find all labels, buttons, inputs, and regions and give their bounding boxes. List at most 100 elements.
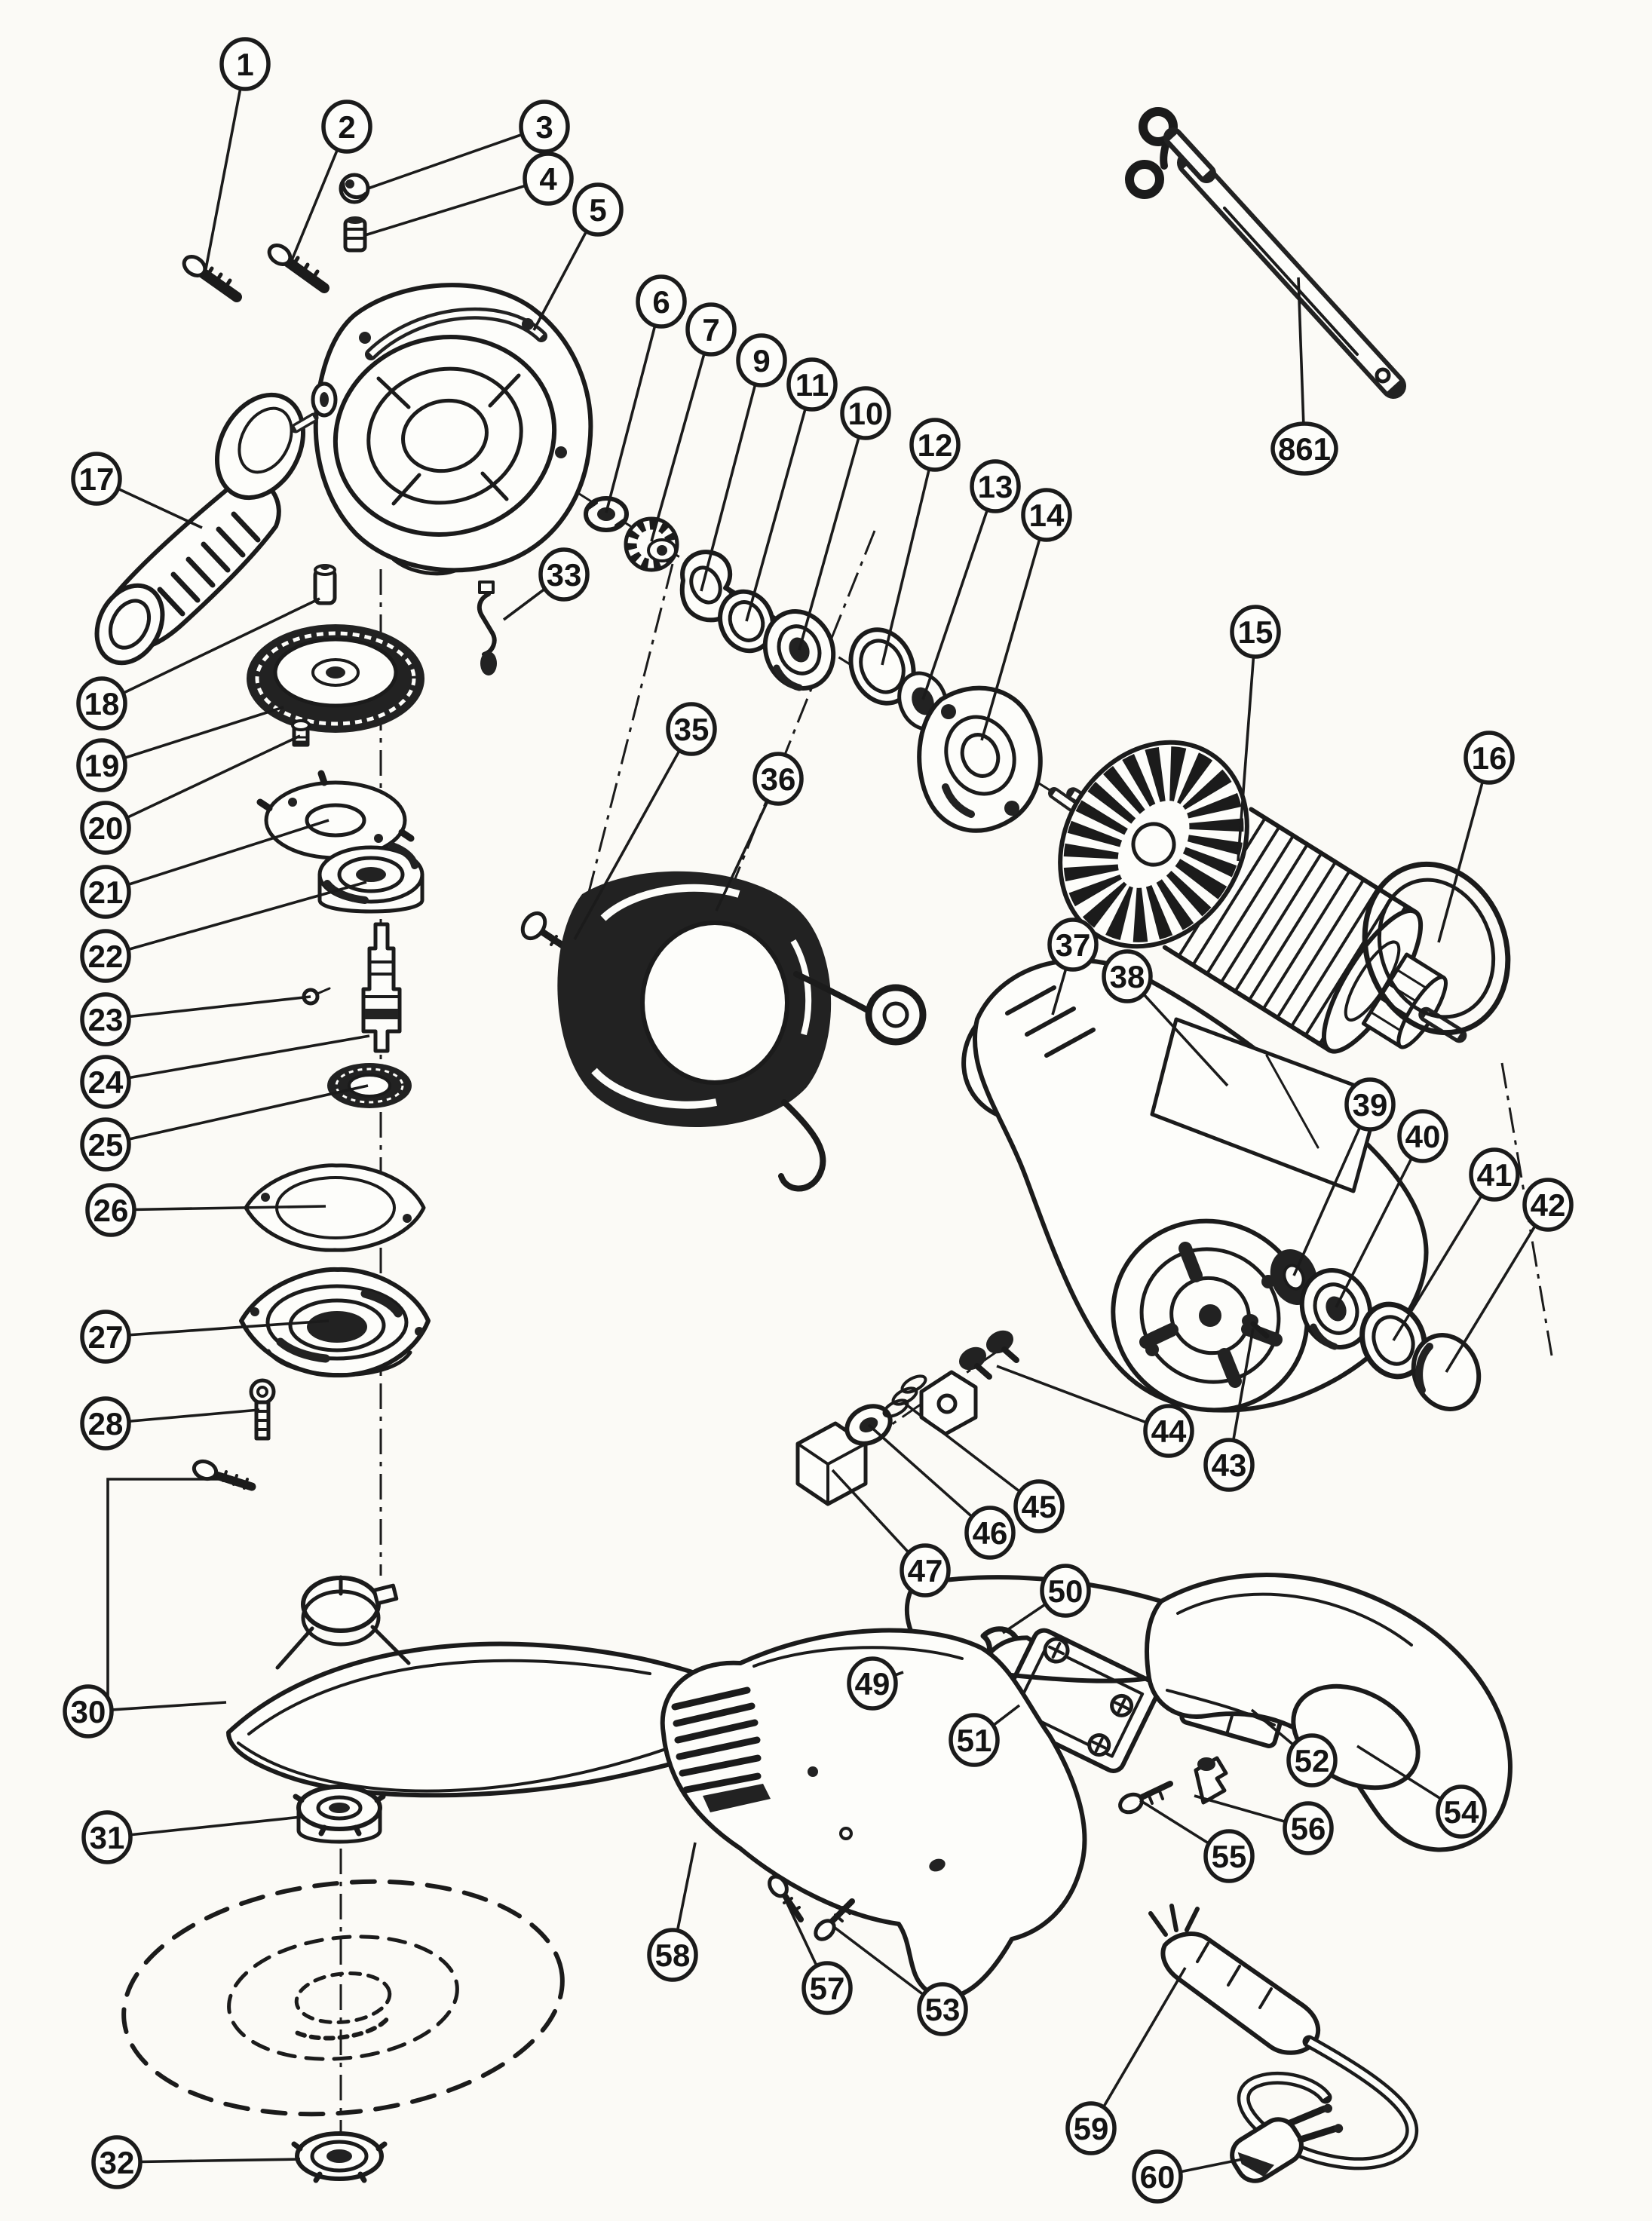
callout-circle-43 xyxy=(1203,1438,1255,1492)
leader-line-14 xyxy=(980,514,1048,741)
callout-label-43: 43 xyxy=(1212,1447,1247,1483)
part-brush-cap-47 xyxy=(795,1421,868,1506)
leader-line-22 xyxy=(105,881,367,957)
callout-label-7: 7 xyxy=(702,312,719,348)
callout-circle-1 xyxy=(219,37,271,91)
callout-label-36: 36 xyxy=(761,761,796,797)
callout-label-42: 42 xyxy=(1531,1187,1566,1223)
part-pin-wrench-861 xyxy=(1125,107,1406,399)
callout-label-49: 49 xyxy=(855,1666,890,1702)
callout-circle-23 xyxy=(80,992,131,1046)
callout-label-9: 9 xyxy=(752,343,770,378)
leader-line-3 xyxy=(367,125,545,190)
callout-label-17: 17 xyxy=(79,461,115,497)
callout-circle-52 xyxy=(1286,1733,1338,1788)
callout-circle-51 xyxy=(949,1713,1000,1767)
part-nut-6 xyxy=(584,496,629,532)
callout-14: 14 xyxy=(1021,488,1072,542)
callout-45: 45 xyxy=(1013,1479,1065,1533)
part-clamp-bolt xyxy=(192,1459,256,1491)
callout-16: 16 xyxy=(1464,731,1515,785)
callout-44: 44 xyxy=(1143,1404,1194,1458)
callout-label-33: 33 xyxy=(547,557,582,593)
callout-circle-2 xyxy=(321,100,372,154)
callout-circle-33 xyxy=(538,547,590,602)
callout-circle-861 xyxy=(1270,421,1338,476)
callout-circle-38 xyxy=(1102,949,1153,1003)
callout-circle-55 xyxy=(1203,1829,1255,1883)
part-screw-2 xyxy=(267,244,329,293)
part-set-screw-20 xyxy=(291,719,311,747)
leader-line-18 xyxy=(101,597,320,705)
part-spring-45 xyxy=(882,1374,927,1418)
callout-label-35: 35 xyxy=(674,712,710,747)
callout-label-51: 51 xyxy=(957,1723,992,1758)
callout-label-54: 54 xyxy=(1444,1794,1479,1830)
callout-23: 23 xyxy=(80,992,131,1046)
callout-4: 4 xyxy=(523,152,574,206)
leader-line-4 xyxy=(364,177,549,237)
callout-circle-5 xyxy=(572,182,624,237)
callout-18: 18 xyxy=(76,676,127,731)
leader-line-46 xyxy=(867,1423,992,1534)
callout-circle-40 xyxy=(1397,1109,1448,1163)
part-spindle-24 xyxy=(361,922,402,1053)
leader-line-59 xyxy=(1090,1967,1187,2129)
part-bevel-gear-19 xyxy=(247,624,424,733)
callout-58: 58 xyxy=(647,1928,698,1982)
leader-line-23 xyxy=(105,995,311,1021)
leader-line-15 xyxy=(1237,631,1257,862)
callout-circle-11 xyxy=(786,357,838,412)
callout-label-32: 32 xyxy=(100,2145,135,2180)
callout-label-12: 12 xyxy=(918,427,953,463)
callout-circle-7 xyxy=(685,302,737,357)
callout-32: 32 xyxy=(91,2135,143,2189)
leader-line-31 xyxy=(106,1815,302,1839)
part-ball-bearing-22 xyxy=(317,842,424,914)
callout-circle-16 xyxy=(1464,731,1515,785)
callout-59: 59 xyxy=(1065,2101,1117,2155)
callout-label-44: 44 xyxy=(1151,1414,1187,1449)
callout-circle-46 xyxy=(964,1506,1016,1560)
part-felt-washer-25 xyxy=(327,1063,412,1108)
callout-49: 49 xyxy=(847,1656,898,1711)
callout-circle-56 xyxy=(1283,1801,1334,1855)
part-lock-plate-21 xyxy=(256,770,415,871)
callout-label-38: 38 xyxy=(1110,959,1145,994)
callout-circle-30 xyxy=(63,1684,114,1739)
callout-label-21: 21 xyxy=(88,875,124,910)
callout-circle-59 xyxy=(1065,2101,1117,2155)
callout-label-28: 28 xyxy=(88,1406,124,1441)
callout-circle-36 xyxy=(752,752,804,806)
callout-39: 39 xyxy=(1344,1077,1396,1132)
leader-line-10 xyxy=(798,412,867,651)
callout-861: 861 xyxy=(1270,421,1338,476)
callout-label-10: 10 xyxy=(848,396,884,431)
callout-11: 11 xyxy=(786,357,838,412)
callout-label-6: 6 xyxy=(652,284,670,320)
part-ring-16 xyxy=(1362,861,1511,1036)
callout-label-55: 55 xyxy=(1212,1839,1247,1874)
callout-circle-10 xyxy=(840,386,891,440)
leader-line-35 xyxy=(573,728,693,940)
part-bearing-plate-14 xyxy=(917,685,1096,833)
callout-13: 13 xyxy=(970,459,1021,513)
callout-label-57: 57 xyxy=(810,1971,845,2006)
callout-circle-49 xyxy=(847,1656,898,1711)
leader-line-861 xyxy=(1297,277,1306,449)
callout-circle-50 xyxy=(1040,1564,1091,1618)
callout-circle-22 xyxy=(80,929,131,983)
callout-12: 12 xyxy=(909,418,961,472)
callout-7: 7 xyxy=(685,302,737,357)
leader-line-24 xyxy=(105,1034,370,1083)
callout-label-52: 52 xyxy=(1295,1743,1330,1778)
callout-label-3: 3 xyxy=(535,109,553,145)
callout-3: 3 xyxy=(519,100,570,154)
leader-line-25 xyxy=(105,1084,369,1146)
callout-label-4: 4 xyxy=(539,161,557,197)
part-armature-15 xyxy=(1058,740,1467,1054)
callout-label-58: 58 xyxy=(655,1938,691,1973)
callout-9: 9 xyxy=(736,333,787,388)
